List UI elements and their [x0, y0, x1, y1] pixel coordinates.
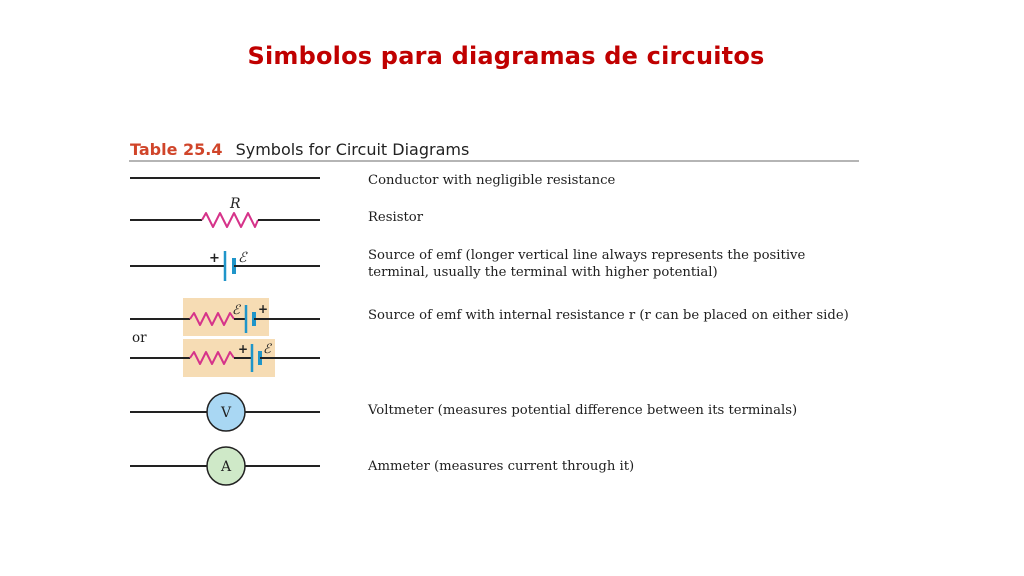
emf-internal-label-a: ℰ — [232, 303, 241, 318]
voltmeter-symbol: V — [130, 392, 320, 432]
emf-internal-resistance-description: Source of emf with internal resistance r… — [368, 308, 849, 323]
emf-internal-label-b: ℰ — [263, 342, 272, 357]
ammeter-label: A — [220, 459, 232, 475]
emf-source-symbol: + ℰ — [130, 250, 320, 281]
header-divider — [129, 160, 859, 162]
slide-title: Simbolos para diagramas de circuitos — [247, 42, 765, 70]
emf-internal-plus-a: + — [258, 302, 268, 316]
table-caption: Symbols for Circuit Diagrams — [235, 140, 470, 159]
resistor-description: Resistor — [368, 210, 424, 225]
emf-label: ℰ — [238, 250, 248, 266]
resistor-label: R — [229, 196, 241, 212]
voltmeter-label: V — [220, 405, 232, 421]
emf-source-description: Source of emf (longer vertical line alwa… — [368, 248, 806, 280]
ammeter-description: Ammeter (measures current through it) — [368, 459, 635, 474]
conductor-description: Conductor with negligible resistance — [368, 173, 616, 188]
emf-internal-plus-b: + — [238, 342, 248, 356]
resistor-symbol: R — [130, 196, 320, 228]
emf-internal-resistance-symbol-b: + ℰ — [130, 339, 320, 377]
ammeter-symbol: A — [130, 446, 320, 486]
voltmeter-description: Voltmeter (measures potential difference… — [368, 403, 798, 418]
emf-plus-label: + — [209, 251, 220, 266]
table-header: Table 25.4 Symbols for Circuit Diagrams — [130, 140, 858, 159]
or-label: or — [132, 330, 147, 346]
emf-internal-resistance-symbol-a: ℰ + — [130, 298, 320, 336]
table-number: Table 25.4 — [130, 140, 223, 159]
